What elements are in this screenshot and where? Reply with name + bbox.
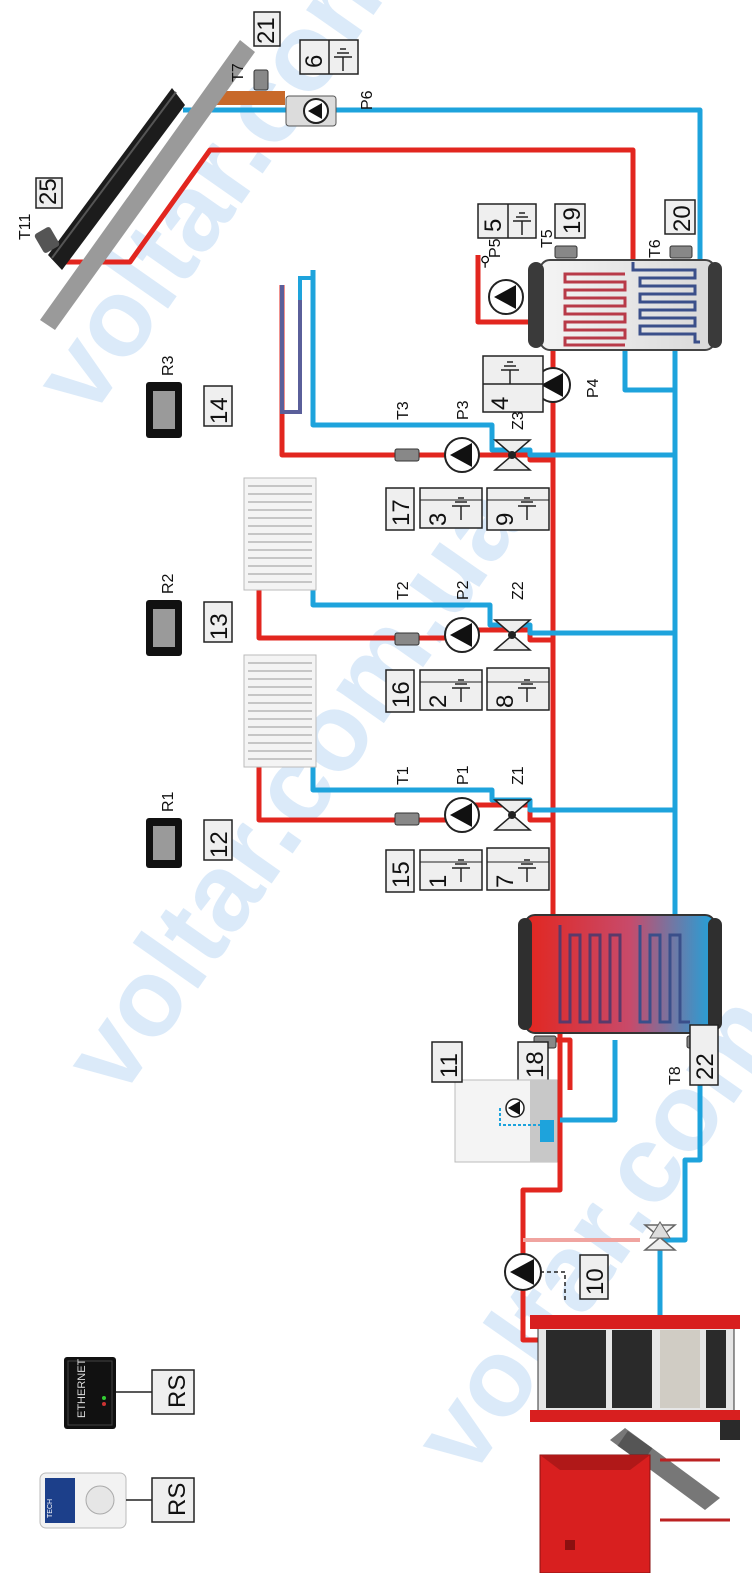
mixing-valve-icon [492,619,533,651]
svg-text:7: 7 [492,875,519,888]
svg-text:3: 3 [425,513,452,526]
svg-text:8: 8 [492,695,519,708]
badge-2 [419,669,483,711]
badge-5-text: 5 [480,219,507,232]
label-T5: T5 [539,229,556,248]
label-Z1: Z1 [510,766,527,785]
svg-text:15: 15 [388,861,415,888]
svg-text:13: 13 [206,613,233,640]
svg-text:11: 11 [436,1053,463,1078]
ethernet-module-label: ETHERNET [76,1358,88,1418]
svg-text:22: 22 [692,1053,719,1080]
sensor-icon [394,632,420,646]
mixing-valve-icon [492,799,533,831]
badge-21-text: 21 [253,17,280,44]
label-P5: P5 [487,238,504,258]
svg-text:1: 1 [425,875,452,888]
label-P4: P4 [585,378,602,398]
solar-collector-icon [40,40,255,330]
badge-20 [664,199,696,235]
svg-text:R1: R1 [160,791,177,812]
svg-text:2: 2 [425,695,452,708]
badge-16 [385,669,415,713]
label-Z2: Z2 [510,581,527,600]
svg-text:R2: R2 [160,573,177,594]
label-P3: P3 [455,400,472,420]
svg-text:14: 14 [206,397,233,424]
mixing-valve-icon [492,439,533,471]
label-Z3: Z3 [510,411,527,430]
label-T1: T1 [395,766,412,785]
sensor-icon [394,812,420,826]
badge-3 [419,487,483,529]
badge-25 [35,177,63,209]
label-T11: T11 [17,214,34,240]
dhw-tank-icon [528,259,722,351]
badge-18 [517,1041,549,1083]
badge-9 [486,487,550,531]
svg-text:18: 18 [522,1051,549,1078]
sensor-icon [253,69,269,91]
tap-icon: ⚲ [480,253,490,269]
room-regulator-R2: R2 13 [146,573,233,656]
room-regulator-R1: R1 12 [146,791,233,868]
svg-text:17: 17 [388,499,415,526]
badge-8 [486,667,550,711]
label-P1: P1 [455,765,472,785]
svg-text:10: 10 [582,1268,609,1295]
ethernet-module-icon: ETHERNET [64,1357,116,1429]
label-T3: T3 [395,401,412,420]
badge-21 [253,11,281,47]
badge-4-text: 4 [487,397,514,410]
badge-19-text: 19 [559,207,586,234]
svg-text:R3: R3 [160,355,177,376]
radiator-icon [243,477,317,591]
room-regulator-R3: R3 14 [146,355,233,438]
badge-19 [554,203,586,239]
label-T2: T2 [395,581,412,600]
sensor-icon [669,245,693,259]
controller-panel-icon: TECH [39,1472,127,1529]
svg-text:TECH: TECH [47,1499,54,1518]
label-T8: T8 [667,1066,684,1085]
svg-text:RS: RS [164,1483,191,1516]
svg-text:16: 16 [388,681,415,708]
badge-7 [486,847,550,891]
sensor-icon [34,227,60,253]
svg-text:12: 12 [206,831,233,858]
badge-22 [689,1024,719,1086]
pellet-hopper-icon [539,1454,651,1574]
badge-11 [431,1041,463,1083]
badge-25-text: 25 [35,178,62,205]
sensor-icon [554,245,578,259]
svg-text:RS: RS [164,1375,191,1408]
badge-1 [419,849,483,891]
label-T7: T7 [230,63,247,82]
svg-text:9: 9 [492,513,519,526]
gas-boiler-icon [454,1079,558,1163]
badge-rs-controller [151,1477,195,1523]
badge-20-text: 20 [669,205,696,232]
sensor-icon [394,448,420,462]
badge-rs-ethernet [151,1369,195,1415]
pellet-boiler-icon [530,1315,740,1440]
badge-10 [579,1254,609,1300]
label-P2: P2 [455,580,472,600]
badge-17 [385,487,415,531]
label-T6: T6 [647,239,664,258]
radiator-icon [243,654,317,768]
three-way-valve-icon [642,1221,678,1251]
badge-6-text: 6 [301,55,328,68]
badge-15 [385,849,415,893]
label-P6: P6 [359,90,376,110]
underfloor-loop-icon [280,276,313,414]
buffer-tank-icon [518,914,722,1034]
